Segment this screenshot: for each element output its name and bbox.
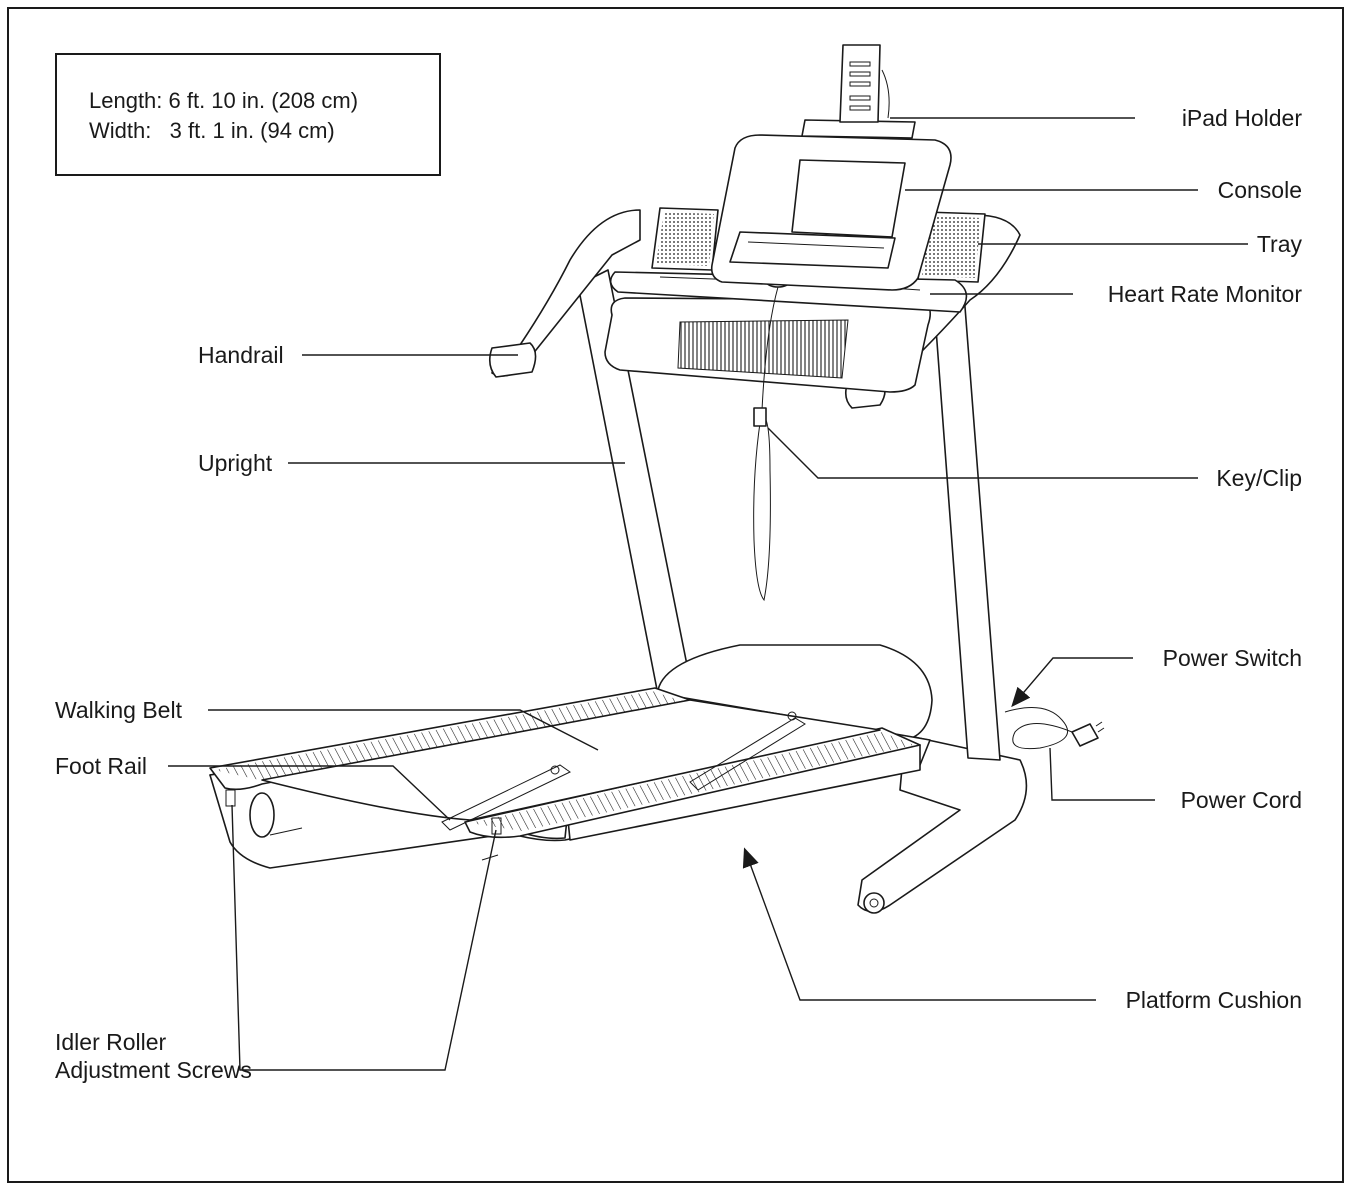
label-power-switch: Power Switch xyxy=(1163,645,1302,671)
leader-power-switch xyxy=(1011,657,1133,708)
label-power-cord: Power Cord xyxy=(1181,787,1302,813)
key-clip xyxy=(753,407,767,427)
label-heart-rate-monitor: Heart Rate Monitor xyxy=(1108,281,1303,307)
label-handrail: Handrail xyxy=(198,342,284,368)
label-upright: Upright xyxy=(198,450,273,476)
label-platform-cushion: Platform Cushion xyxy=(1126,987,1302,1013)
width-dimension: Width: 3 ft. 1 in. (94 cm) xyxy=(89,118,335,143)
label-idler-roller-line1: Idler Roller xyxy=(55,1029,167,1055)
grip-slot-right xyxy=(689,717,806,791)
leader-walking-belt xyxy=(208,709,599,751)
leader-platform-cushion xyxy=(742,847,1096,1001)
handrail-left-grip xyxy=(488,342,537,378)
grip-slot-left xyxy=(441,764,571,831)
length-dimension: Length: 6 ft. 10 in. (208 cm) xyxy=(89,88,358,113)
label-console: Console xyxy=(1218,177,1302,203)
label-ipad-holder: iPad Holder xyxy=(1182,105,1303,131)
label-walking-belt: Walking Belt xyxy=(55,697,183,723)
leader-power-cord xyxy=(1049,747,1155,801)
leader-foot-rail xyxy=(168,765,451,821)
key-clip-cord xyxy=(753,286,779,602)
idler-screw-left xyxy=(225,789,236,807)
dimensions-box: Length: 6 ft. 10 in. (208 cm) Width: 3 f… xyxy=(55,53,441,176)
leader-key-clip xyxy=(767,427,1198,479)
treadmill-illustration xyxy=(209,44,1105,914)
label-key-clip: Key/Clip xyxy=(1216,465,1302,491)
label-tray: Tray xyxy=(1257,231,1303,257)
idler-roller xyxy=(249,792,275,838)
upright-right xyxy=(931,267,1001,761)
base-leg-right xyxy=(857,734,1028,913)
part-labels: iPad Holder Console Tray Heart Rate Moni… xyxy=(55,105,1302,1083)
tray xyxy=(729,231,896,269)
leader-lines xyxy=(168,117,1248,1071)
label-foot-rail: Foot Rail xyxy=(55,753,147,779)
power-cord xyxy=(1004,707,1073,750)
wheel-right xyxy=(863,892,885,914)
leader-idler-screws-right xyxy=(285,829,497,1071)
label-idler-roller-line2: Adjustment Screws xyxy=(55,1057,252,1083)
power-plug xyxy=(1071,723,1099,747)
diagram-border xyxy=(7,7,1344,1183)
console-screen xyxy=(791,159,906,238)
leader-idler-screws xyxy=(231,804,285,1071)
idler-screw-right xyxy=(491,817,502,835)
